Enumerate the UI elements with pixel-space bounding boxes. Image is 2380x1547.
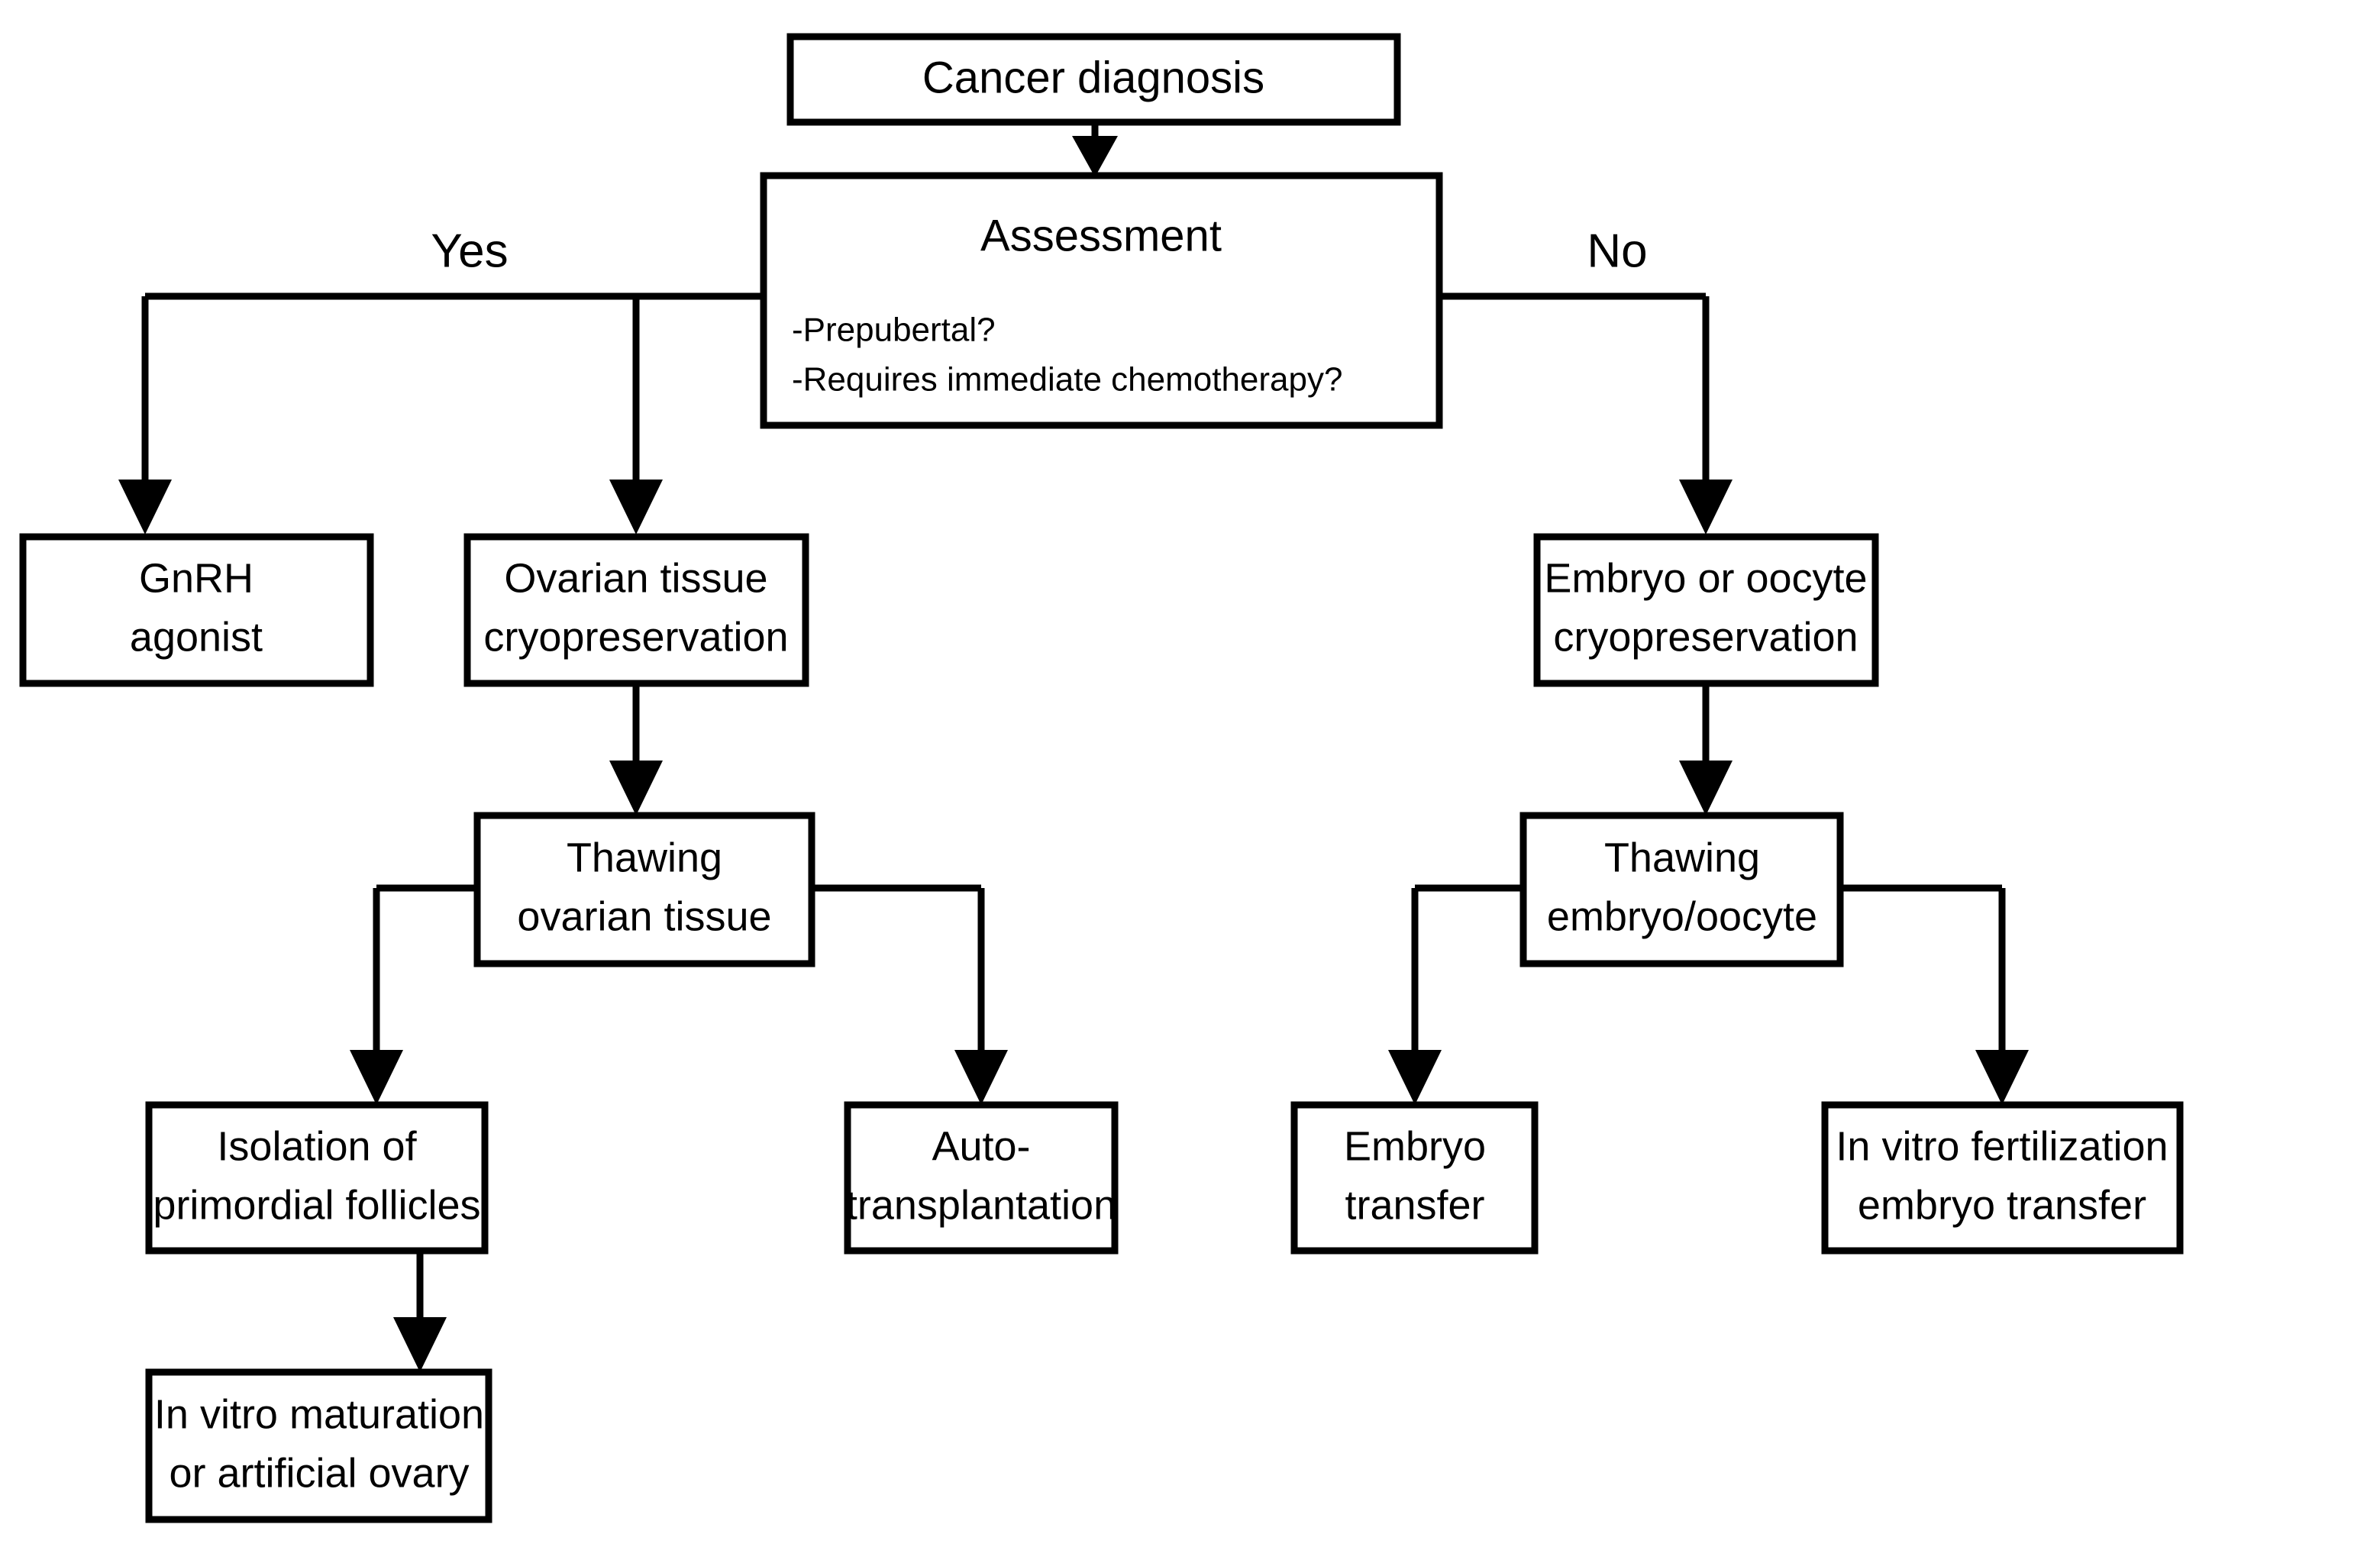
node-in-vitro-maturation-line1: In vitro maturation	[154, 1391, 484, 1437]
node-in-vitro-maturation-line2: or artificial ovary	[169, 1450, 469, 1496]
node-thawing-embryo-oocyte[interactable]: Thawing embryo/oocyte	[1519, 812, 1844, 967]
node-ovarian-tissue-cryopreservation[interactable]: Ovarian tissue cryopreservation	[463, 533, 809, 687]
node-thawing-ovarian-tissue-line1: Thawing	[567, 835, 722, 880]
node-thawing-ovarian-tissue-line2: ovarian tissue	[517, 893, 771, 939]
branch-label-no: No	[1587, 224, 1647, 277]
node-ovarian-tissue-cryo-line2: cryopreservation	[483, 614, 788, 660]
branch-label-yes: Yes	[431, 224, 508, 277]
node-in-vitro-maturation[interactable]: In vitro maturation or artificial ovary	[145, 1368, 492, 1523]
node-gnrh-agonist-line1: GnRH	[139, 555, 254, 601]
node-assessment[interactable]: Assessment -Prepubertal? -Requires immed…	[760, 172, 1443, 429]
node-embryo-oocyte-cryo-line2: cryopreservation	[1553, 614, 1858, 660]
node-thawing-embryo-oocyte-line1: Thawing	[1604, 835, 1760, 880]
connector-thaw-embryo-to-embryo-transfer	[1388, 884, 1523, 1105]
node-isolation-primordial-follicles[interactable]: Isolation of primordial follicles	[145, 1101, 489, 1255]
node-auto-transplantation-line1: Auto-	[932, 1123, 1030, 1169]
connector-assessment-no-trunk	[1439, 292, 1733, 535]
node-isolation-line2: primordial follicles	[153, 1182, 480, 1228]
node-ivf-embryo-transfer-line1: In vitro fertilization	[1836, 1123, 2168, 1169]
node-cancer-diagnosis-label: Cancer diagnosis	[922, 53, 1264, 102]
node-embryo-oocyte-cryopreservation[interactable]: Embryo or oocyte cryopreservation	[1533, 533, 1879, 687]
node-ivf-embryo-transfer-line2: embryo transfer	[1858, 1182, 2146, 1228]
connector-thaw-embryo-to-ivf	[1840, 884, 2029, 1105]
node-isolation-line1: Isolation of	[217, 1123, 417, 1169]
connector-thaw-ovarian-to-isolation	[350, 884, 477, 1105]
connector-thaw-ovarian-to-autotransplant	[812, 884, 1008, 1105]
node-thawing-ovarian-tissue[interactable]: Thawing ovarian tissue	[473, 812, 815, 967]
node-assessment-bullet-prepubertal: -Prepubertal?	[792, 312, 996, 349]
node-thawing-embryo-oocyte-line2: embryo/oocyte	[1547, 893, 1817, 939]
node-ovarian-tissue-cryo-line1: Ovarian tissue	[504, 555, 767, 601]
node-gnrh-agonist[interactable]: GnRH agonist	[19, 533, 374, 687]
connector-yes-to-gnrh	[118, 296, 172, 535]
connector-yes-to-ovarian-cryo	[609, 296, 663, 535]
node-embryo-transfer[interactable]: Embryo transfer	[1290, 1101, 1539, 1255]
node-auto-transplantation[interactable]: Auto- transplantation	[844, 1101, 1119, 1255]
node-auto-transplantation-line2: transplantation	[846, 1182, 1116, 1228]
node-embryo-oocyte-cryo-line1: Embryo or oocyte	[1544, 555, 1867, 601]
node-assessment-bullet-chemotherapy: -Requires immediate chemotherapy?	[792, 361, 1342, 399]
node-embryo-transfer-line2: transfer	[1345, 1182, 1484, 1228]
connector-embryo-cryo-to-thawing	[1679, 682, 1733, 815]
node-embryo-transfer-line1: Embryo	[1344, 1123, 1486, 1169]
connector-ovarian-cryo-to-thawing	[609, 682, 663, 815]
node-gnrh-agonist-line2: agonist	[130, 614, 263, 660]
connector-isolation-to-ivm	[393, 1251, 447, 1372]
connector-diagnosis-to-assessment	[1072, 122, 1118, 177]
node-assessment-title: Assessment	[980, 211, 1222, 260]
node-cancer-diagnosis[interactable]: Cancer diagnosis	[786, 33, 1401, 126]
node-ivf-embryo-transfer[interactable]: In vitro fertilization embryo transfer	[1821, 1101, 2184, 1255]
